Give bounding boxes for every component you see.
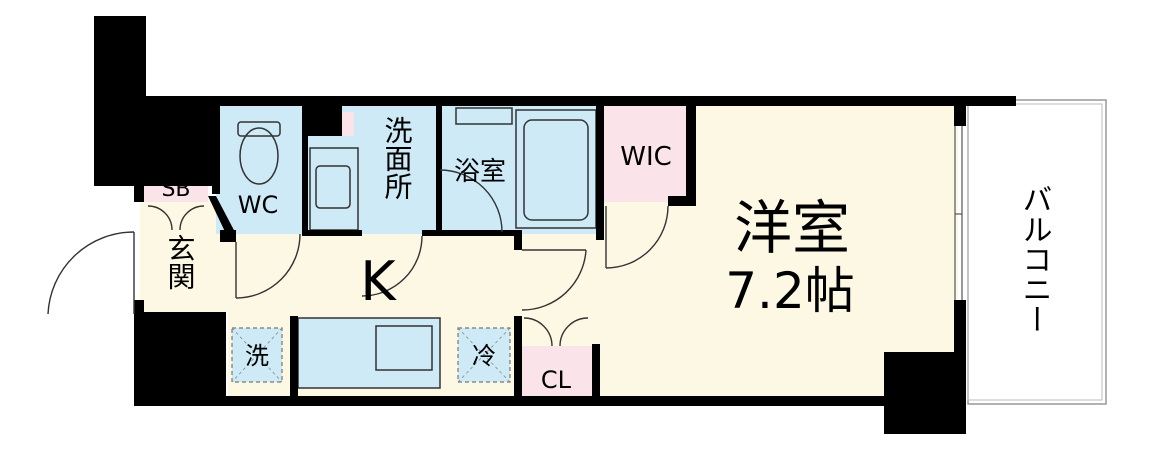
balcony-label: バルコニー: [1017, 184, 1052, 334]
wic-floor: [600, 104, 688, 202]
western-room-size-label: 7.2帖: [725, 262, 855, 320]
shoe-box-label: SB: [161, 177, 190, 202]
wc-label: WC: [238, 191, 279, 219]
bath-floor: [440, 104, 600, 234]
balcony-outline: [967, 99, 1107, 405]
doors: [47, 169, 669, 347]
fridge-label: 冷: [472, 342, 496, 370]
kitchen-label: K: [360, 250, 397, 313]
entrance-label: 玄関: [164, 234, 197, 290]
washer-cross: [231, 327, 283, 383]
bathtub-icon: [455, 107, 597, 229]
washer-label: 洗: [245, 342, 269, 370]
kitchen-counter: [297, 317, 441, 389]
closet-label: CL: [541, 366, 572, 394]
toilet-icon: [237, 121, 281, 185]
wic-label: WIC: [620, 142, 672, 172]
window: [954, 126, 963, 300]
sink: [375, 325, 433, 371]
pink-mark: [340, 112, 354, 136]
wc-floor: [216, 104, 302, 234]
closet-floor: [520, 346, 592, 400]
walls: [94, 16, 1016, 434]
balcony-inner: [967, 103, 1103, 401]
bath-label: 浴室: [454, 157, 506, 187]
entrance-floor: [140, 200, 230, 312]
entrance-wall: [208, 196, 236, 238]
fridge-cross: [457, 327, 511, 383]
washroom-label: 洗面所: [381, 116, 414, 200]
western-room-name-label: 洋室: [734, 194, 850, 262]
